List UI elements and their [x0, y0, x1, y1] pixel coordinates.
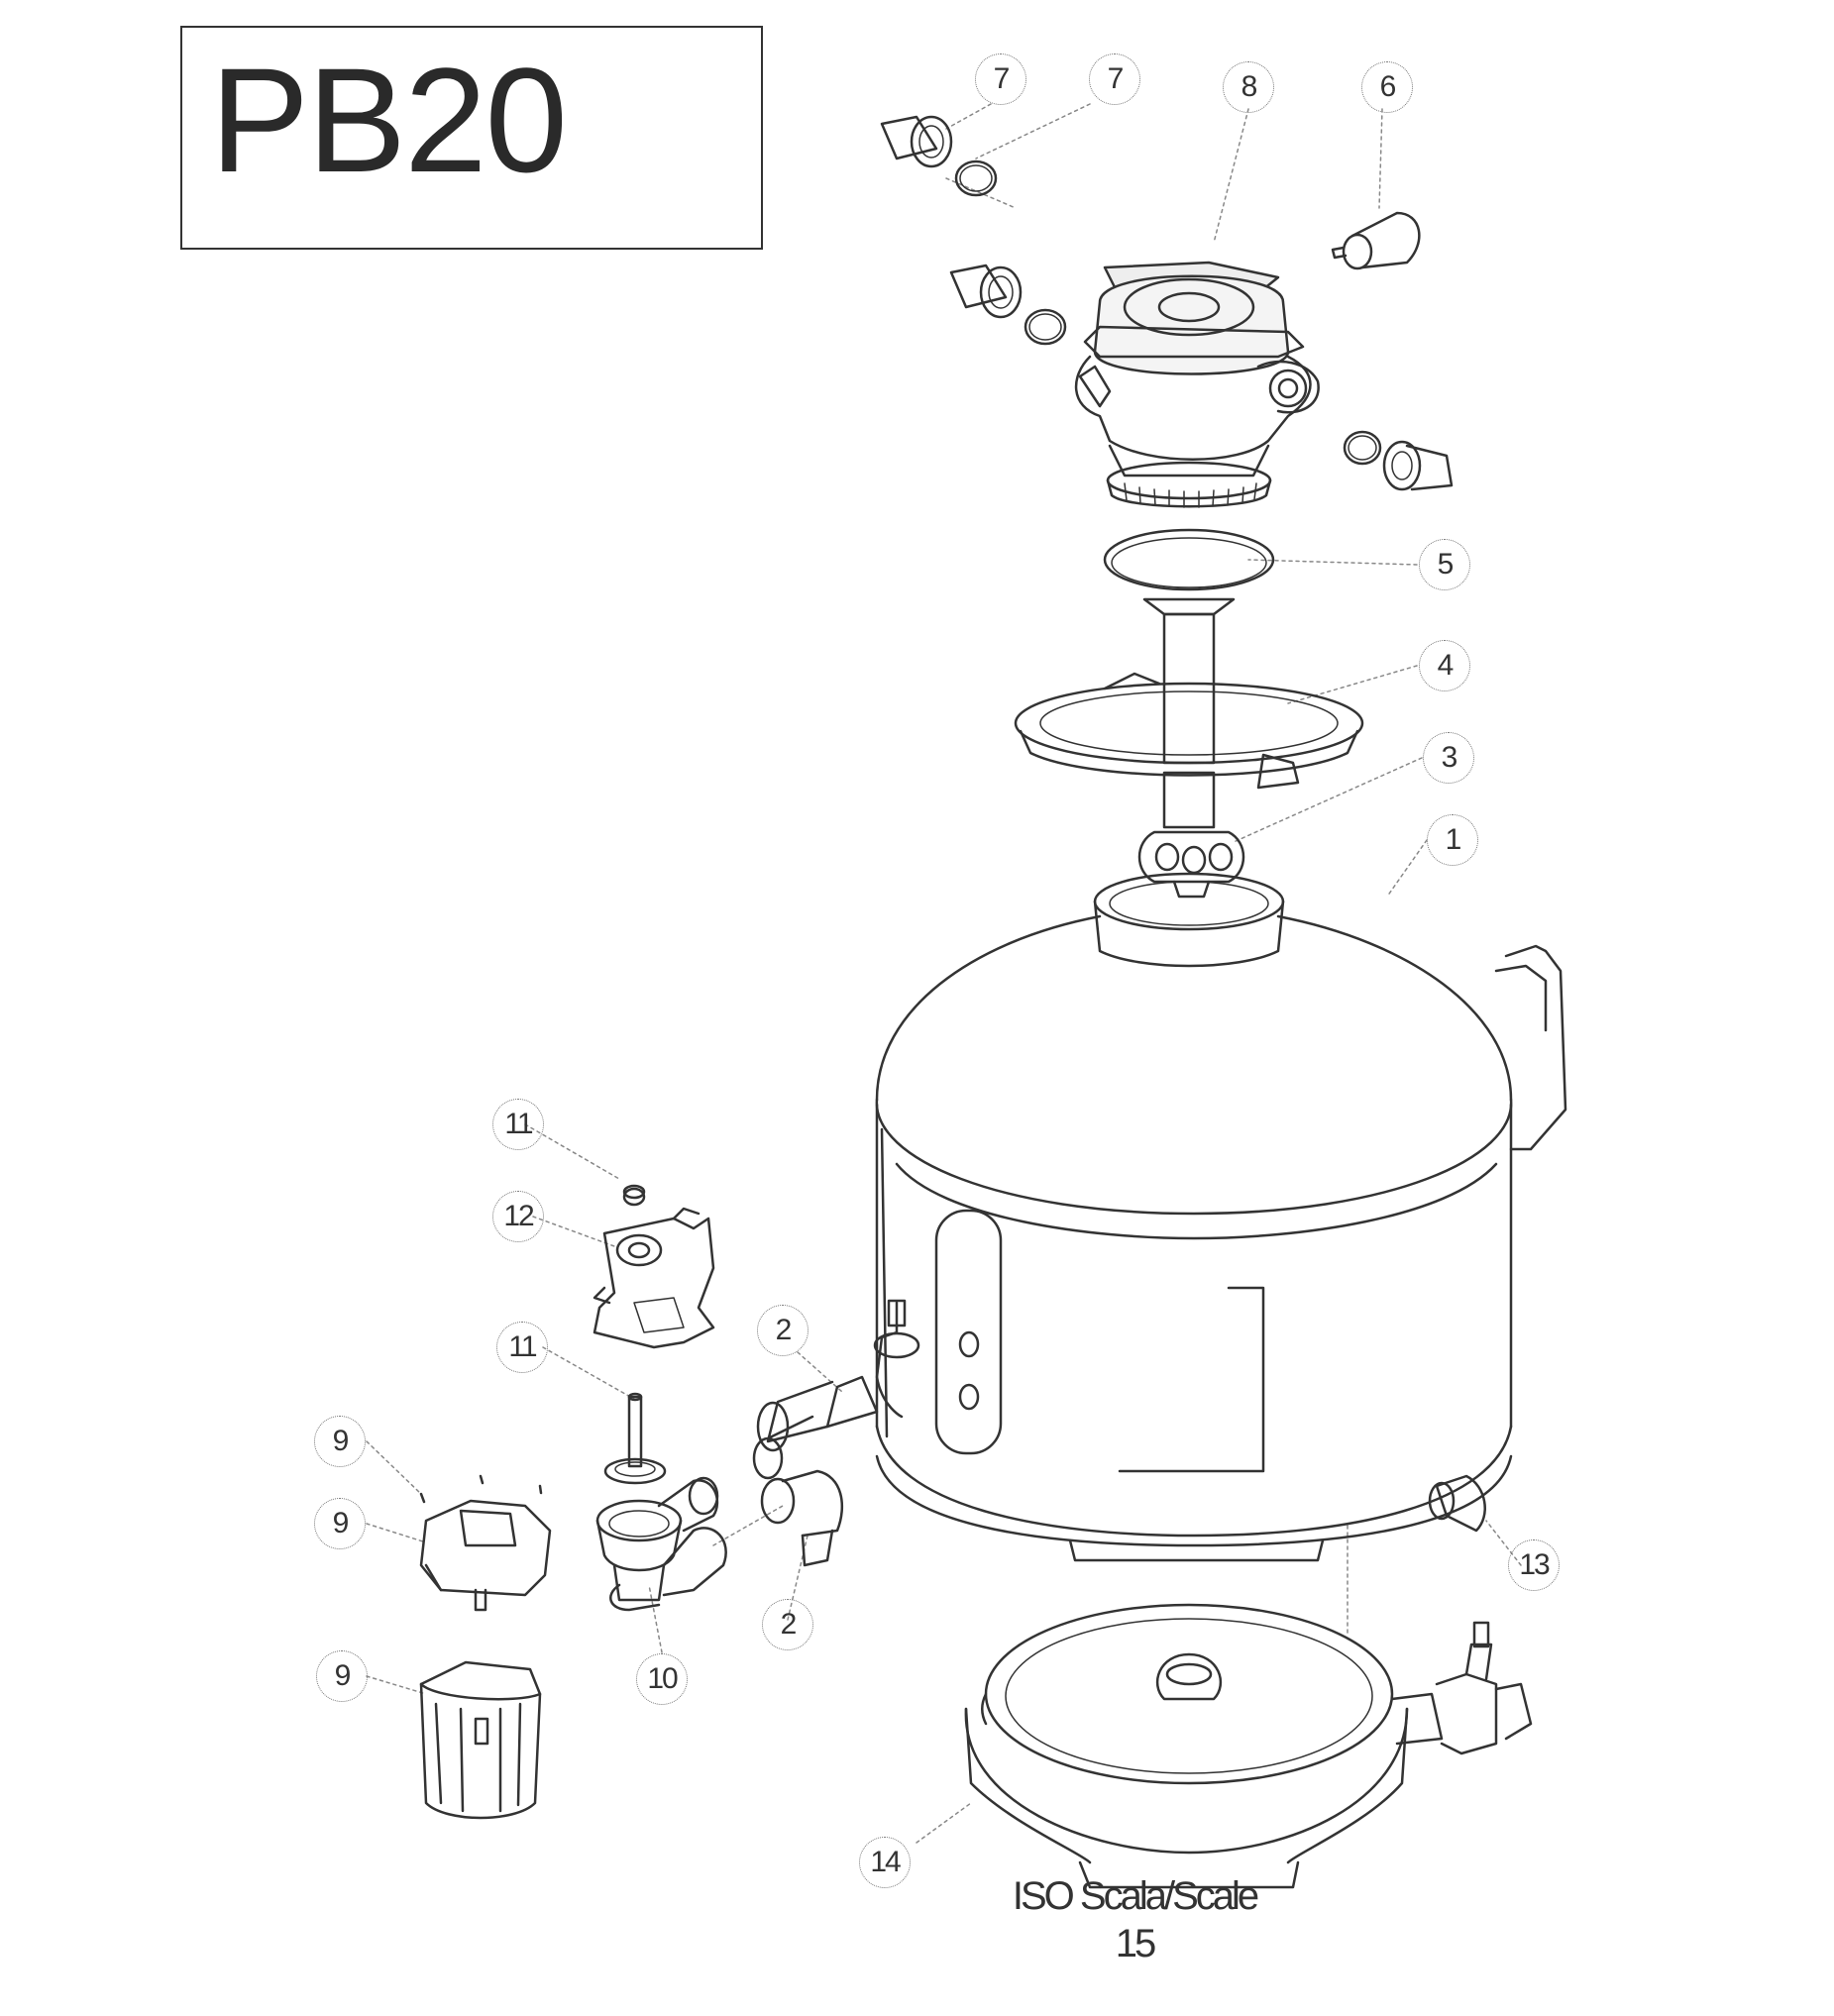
strainer-screws [419, 1474, 543, 1504]
union-fitting-top-left [880, 115, 998, 197]
multiport-valve [1074, 261, 1320, 508]
title-box: PB20 [180, 26, 763, 250]
callout-part-3: 3 [1423, 732, 1474, 784]
callout-part-9-a: 9 [314, 1416, 366, 1467]
callout-part-11-b: 11 [496, 1322, 548, 1373]
pump-bracket [593, 1207, 715, 1349]
union-fitting-right-valve [1343, 430, 1454, 491]
callout-part-9-b: 9 [314, 1498, 366, 1549]
impeller-shaft [603, 1392, 667, 1485]
nut-top [622, 1184, 646, 1207]
callout-part-2-a: 2 [757, 1305, 809, 1356]
callout-part-1: 1 [1427, 814, 1478, 866]
callout-part-7-b: 7 [1089, 53, 1140, 105]
elbow-fitting-lower [760, 1469, 844, 1567]
callout-part-9-c: 9 [316, 1650, 368, 1702]
callout-part-11-a: 11 [492, 1099, 544, 1150]
standpipe-and-clamp [1014, 597, 1364, 899]
union-fitting-left-valve [949, 264, 1067, 346]
callout-part-13: 13 [1508, 1539, 1560, 1591]
model-title: PB20 [210, 37, 568, 203]
tank-o-ring [1103, 528, 1275, 591]
side-elbow-fitting [752, 1299, 920, 1480]
gauge-plug [1331, 211, 1421, 270]
callout-part-4: 4 [1419, 640, 1470, 691]
strainer-lid [419, 1499, 552, 1612]
pump-housing [595, 1476, 727, 1612]
callout-part-10: 10 [636, 1653, 688, 1705]
callout-part-6: 6 [1361, 61, 1413, 113]
callout-part-5: 5 [1419, 539, 1470, 590]
drain-plug [1428, 1474, 1486, 1533]
scale-value: 15 [1115, 1922, 1157, 1965]
scale-note: ISO Scala/Scale 15 [981, 1872, 1288, 1967]
callout-part-8: 8 [1223, 61, 1274, 113]
scale-label: ISO Scala/Scale [1012, 1874, 1259, 1918]
callout-part-14: 14 [859, 1837, 911, 1888]
tank-neck [1093, 872, 1285, 968]
callout-part-2-b: 2 [762, 1599, 813, 1650]
callout-part-12: 12 [492, 1191, 544, 1242]
filter-tank [875, 914, 1567, 1562]
tank-base [964, 1603, 1533, 1889]
callout-part-7-a: 7 [975, 53, 1026, 105]
strainer-basket [419, 1660, 542, 1820]
